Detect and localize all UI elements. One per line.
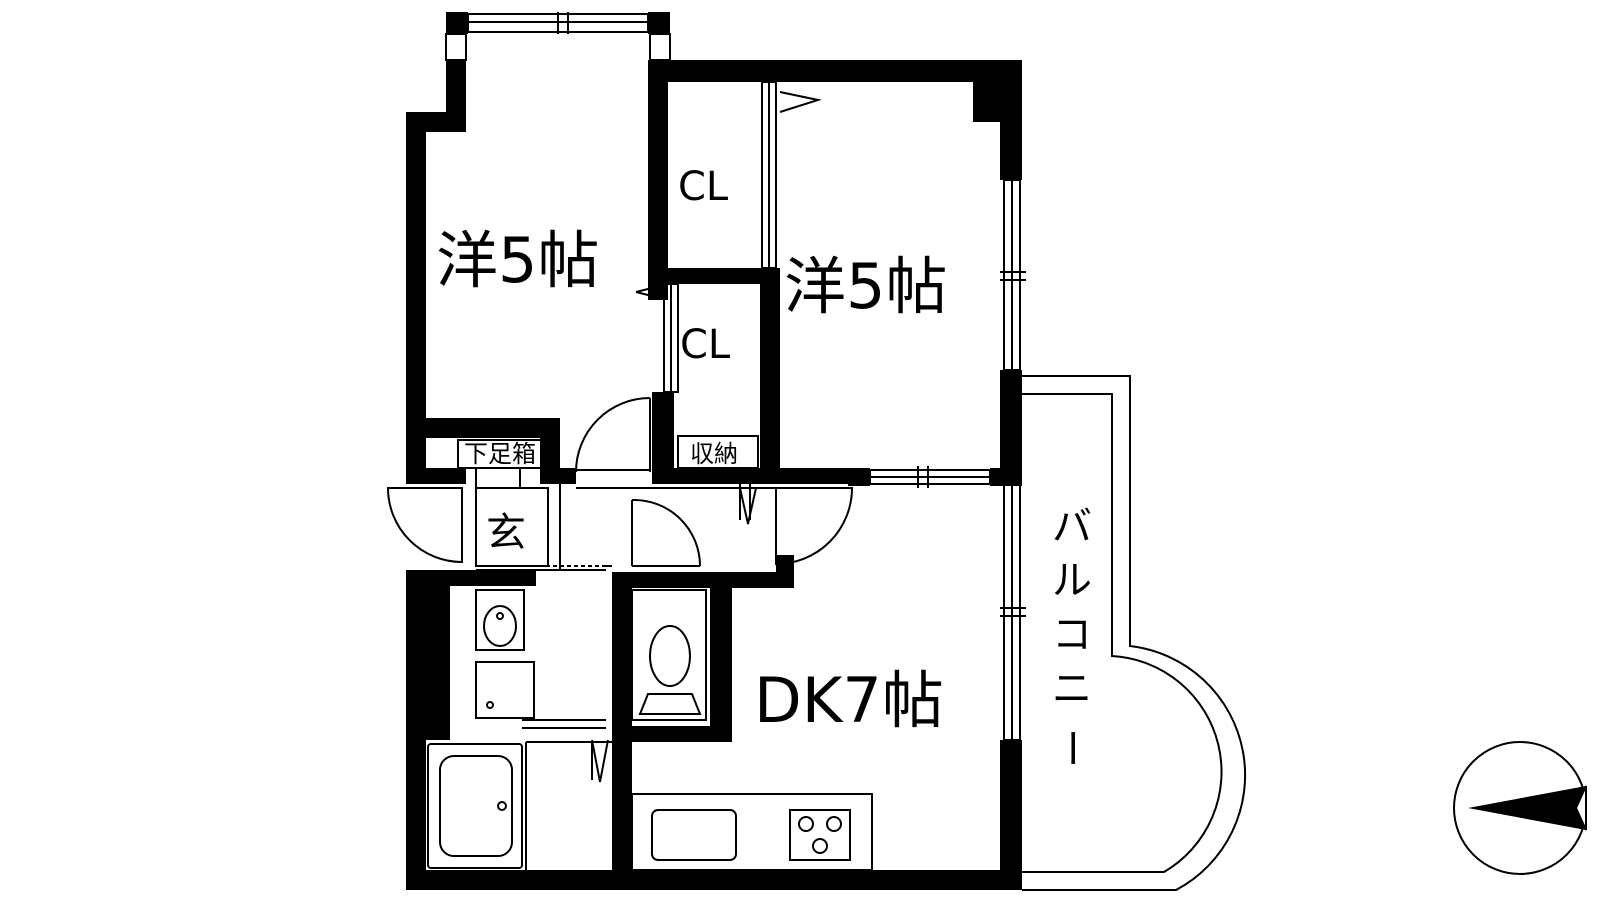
- bathtub: [427, 743, 523, 869]
- wall: [648, 268, 778, 284]
- balcony-char: ニ: [1052, 666, 1092, 712]
- wall: [652, 468, 848, 484]
- washbasin: [475, 589, 525, 651]
- walls: [406, 12, 1022, 890]
- balcony-outline: [1022, 375, 1247, 891]
- wall: [990, 468, 1022, 486]
- wall: [540, 468, 576, 484]
- wall: [406, 468, 466, 484]
- balcony-char: コ: [1052, 612, 1092, 658]
- door-swing: [779, 91, 822, 113]
- wall: [406, 870, 1022, 890]
- wall: [710, 572, 732, 742]
- wall: [1000, 60, 1022, 180]
- wall: [446, 60, 466, 130]
- wall: [612, 726, 732, 742]
- wall: [652, 392, 674, 484]
- window: [649, 33, 671, 61]
- sink: [651, 809, 737, 861]
- wall: [848, 468, 870, 486]
- wall: [648, 60, 1022, 82]
- room-label-balcony: バ ル コ ニ ー: [1048, 504, 1094, 768]
- wall: [1000, 370, 1022, 480]
- north-arrow-icon: [1453, 741, 1587, 875]
- kitchen-counter: [631, 793, 873, 871]
- wall: [612, 572, 794, 588]
- wall: [648, 12, 670, 34]
- room-label-western-right: 洋5帖: [784, 250, 947, 323]
- door-swing: [775, 487, 854, 566]
- wall: [426, 418, 558, 438]
- entrance-door: [386, 487, 463, 564]
- room-label-dining-kitchen: DK7帖: [754, 664, 944, 737]
- wall: [406, 570, 450, 740]
- balcony-char: バ: [1052, 504, 1092, 550]
- wall: [406, 112, 426, 482]
- room-label-entrance: 玄: [486, 510, 526, 556]
- door-swing: [631, 498, 701, 567]
- balcony-char: ー: [1048, 728, 1094, 768]
- toilet: [631, 589, 707, 721]
- shoe-box: [457, 439, 551, 469]
- room-label-western-left: 洋5帖: [436, 224, 599, 297]
- wall: [776, 555, 794, 588]
- window: [445, 33, 467, 61]
- room-label-shoe-box: 下足箱: [464, 440, 536, 468]
- room-label-storage: 収納: [690, 440, 738, 468]
- stove: [789, 809, 851, 861]
- wall: [446, 12, 468, 34]
- washer-space: [475, 661, 535, 719]
- wall: [1000, 740, 1022, 890]
- room-label-closet-upper: CL: [678, 164, 729, 210]
- room-labels: 洋5帖 洋5帖 CL CL DK7帖 収納 下足箱 玄 バ ル コ ニ ー: [436, 164, 1094, 768]
- wall: [760, 268, 780, 483]
- storage-box: [677, 435, 759, 469]
- door-swing: [575, 397, 651, 473]
- balcony-inner: [1022, 393, 1223, 873]
- wall: [648, 60, 668, 300]
- room-label-closet-lower: CL: [680, 322, 731, 368]
- thin-lines: [386, 12, 1247, 891]
- balcony-char: ル: [1052, 558, 1092, 604]
